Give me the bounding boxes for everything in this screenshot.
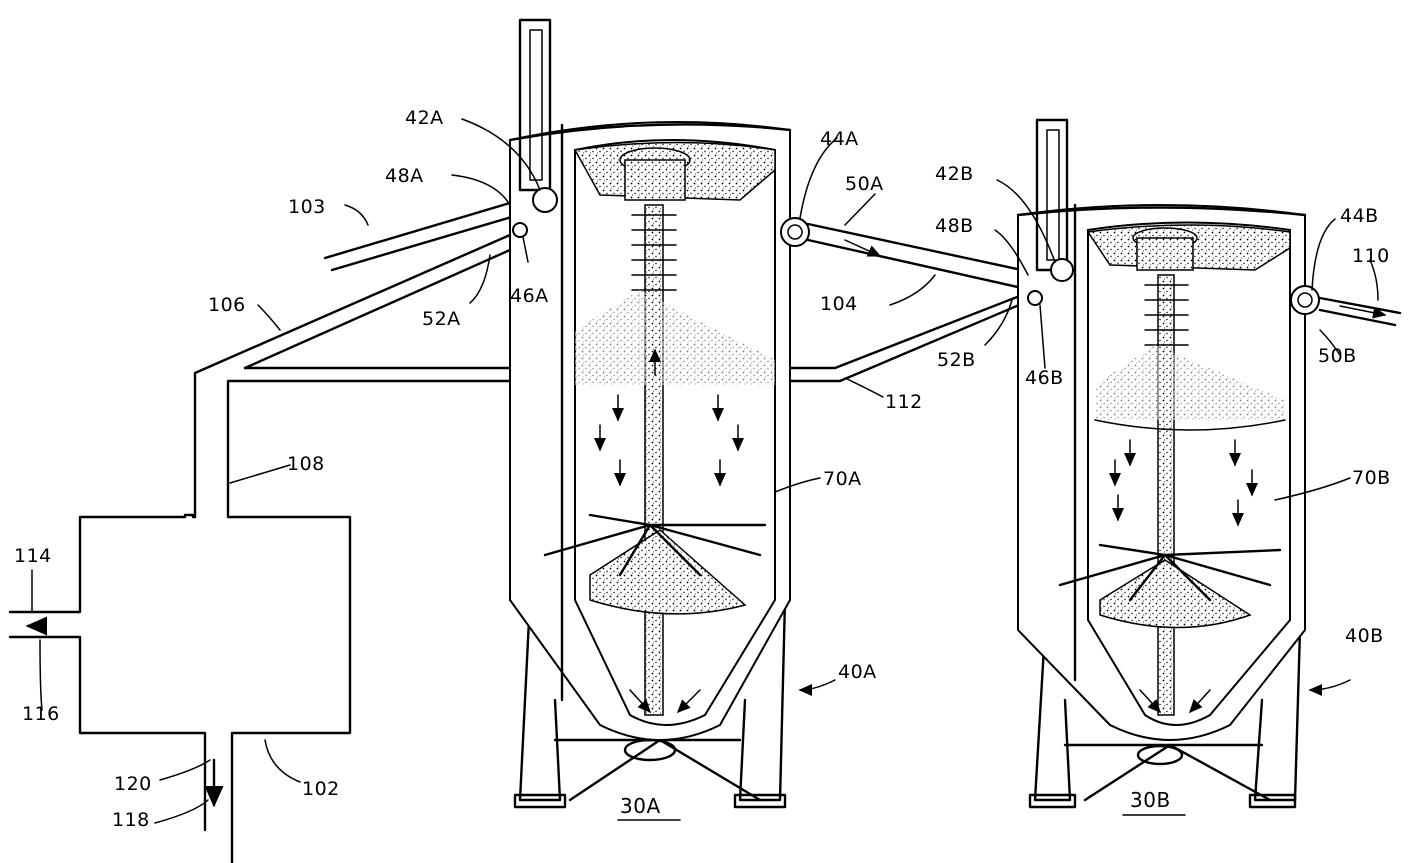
label-48A: 48A (385, 165, 424, 187)
label-102: 102 (302, 778, 340, 800)
label-50A: 50A (845, 173, 884, 195)
label-116: 116 (22, 703, 60, 725)
label-114: 114 (14, 545, 52, 567)
label-42B: 42B (935, 163, 974, 185)
label-44A: 44A (820, 128, 859, 150)
tank-30B (1016, 118, 1320, 809)
reference-labels: 42A 44A 48A 50A 103 52A 46A 106 104 42B … (14, 107, 1391, 831)
label-110: 110 (1352, 245, 1390, 267)
label-104: 104 (820, 293, 858, 315)
label-40A: 40A (838, 661, 877, 683)
label-50B: 50B (1318, 345, 1357, 367)
label-103: 103 (288, 196, 326, 218)
label-52B: 52B (937, 349, 976, 371)
label-46A: 46A (510, 285, 549, 307)
label-30A: 30A (620, 794, 661, 818)
piping-106-112 (193, 198, 1402, 519)
label-52A: 52A (422, 308, 461, 330)
label-30B: 30B (1130, 788, 1171, 812)
label-70B: 70B (1352, 467, 1391, 489)
label-118: 118 (112, 809, 150, 831)
label-106: 106 (208, 294, 246, 316)
label-40B: 40B (1345, 625, 1384, 647)
separator-unit-102 (8, 513, 352, 863)
label-108: 108 (287, 453, 325, 475)
label-42A: 42A (405, 107, 444, 129)
label-48B: 48B (935, 215, 974, 237)
label-70A: 70A (823, 468, 862, 490)
label-46B: 46B (1025, 367, 1064, 389)
label-44B: 44B (1340, 205, 1379, 227)
label-112: 112 (885, 391, 923, 413)
tank-30A (508, 18, 810, 809)
leader-lines (31, 118, 1379, 824)
label-120: 120 (114, 773, 152, 795)
